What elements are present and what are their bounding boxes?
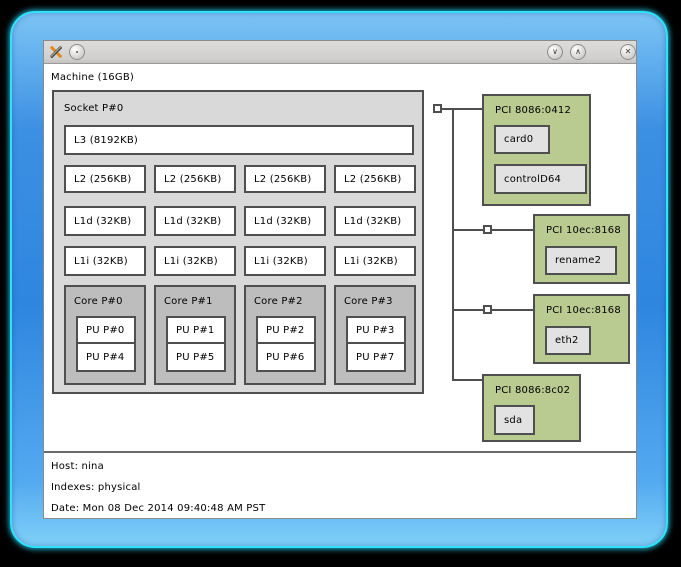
l1d-cache-box: L1d (32KB)	[154, 206, 236, 236]
pci-bus-label: PCI 8086:0412	[495, 105, 572, 116]
minimize-button[interactable]: ∨	[547, 44, 563, 60]
pci-link-line	[452, 309, 483, 311]
lstopo-app-icon	[48, 44, 64, 60]
pu-box: PU P#6	[256, 342, 316, 372]
pci-link-line	[492, 229, 533, 231]
pci-link-line	[442, 108, 482, 110]
chevron-up-icon: ∧	[575, 47, 581, 56]
pu-box: PU P#7	[346, 342, 406, 372]
socket-box: Socket P#0 L3 (8192KB) L2 (256KB) L2 (25…	[52, 90, 424, 394]
core-box: Core P#1 PU P#1 PU P#5	[154, 285, 236, 385]
pci-device-box: sda	[494, 405, 535, 435]
l2-cache-box: L2 (256KB)	[154, 165, 236, 193]
pci-bus-box: PCI 10ec:8168 eth2	[533, 294, 630, 364]
legend-indexes: Indexes: physical	[51, 482, 141, 493]
pci-device-box: rename2	[545, 246, 617, 275]
l1i-cache-box: L1i (32KB)	[334, 246, 416, 276]
pci-bus-label: PCI 8086:8c02	[495, 385, 571, 396]
pci-link-line	[492, 309, 533, 311]
l1i-cache-box: L1i (32KB)	[154, 246, 236, 276]
pu-box: PU P#1	[166, 316, 226, 344]
pu-box: PU P#4	[76, 342, 136, 372]
pci-trunk-line	[452, 108, 454, 381]
legend-separator	[44, 451, 636, 453]
l1i-cache-box: L1i (32KB)	[244, 246, 326, 276]
pu-box: PU P#3	[346, 316, 406, 344]
l1d-cache-box: L1d (32KB)	[244, 206, 326, 236]
pci-device-box: card0	[494, 125, 550, 154]
legend-date: Date: Mon 08 Dec 2014 09:40:48 AM PST	[51, 503, 266, 514]
l2-cache-box: L2 (256KB)	[244, 165, 326, 193]
core-label: Core P#2	[254, 296, 303, 307]
titlebar[interactable]: ∨ ∧ ✕	[44, 41, 636, 64]
pci-device-box: eth2	[545, 326, 591, 355]
lstopo-window: ∨ ∧ ✕ Machine (16GB) Socket P#0 L3 (8192…	[43, 40, 637, 519]
l1d-cache-box: L1d (32KB)	[64, 206, 146, 236]
legend-host: Host: nina	[51, 461, 104, 472]
chevron-down-icon: ∨	[552, 47, 558, 56]
pci-device-box: controlD64	[494, 164, 587, 194]
pci-bridge-square	[483, 305, 492, 314]
l1d-cache-box: L1d (32KB)	[334, 206, 416, 236]
pci-link-line	[452, 379, 482, 381]
pci-bus-box: PCI 10ec:8168 rename2	[533, 214, 630, 284]
close-button[interactable]: ✕	[620, 44, 636, 60]
pu-box: PU P#2	[256, 316, 316, 344]
topology-canvas: Machine (16GB) Socket P#0 L3 (8192KB) L2…	[44, 65, 636, 518]
l3-cache-box: L3 (8192KB)	[64, 125, 414, 155]
machine-label: Machine (16GB)	[51, 72, 134, 83]
core-label: Core P#3	[344, 296, 393, 307]
maximize-button[interactable]: ∧	[570, 44, 586, 60]
core-box: Core P#3 PU P#3 PU P#7	[334, 285, 416, 385]
pci-bus-label: PCI 10ec:8168	[546, 225, 621, 236]
pci-bus-label: PCI 10ec:8168	[546, 305, 621, 316]
menu-dot-icon	[76, 51, 78, 53]
core-label: Core P#1	[164, 296, 213, 307]
pu-box: PU P#5	[166, 342, 226, 372]
pci-bridge-square	[483, 225, 492, 234]
pci-bus-box: PCI 8086:8c02 sda	[482, 374, 581, 442]
l1i-cache-box: L1i (32KB)	[64, 246, 146, 276]
close-icon: ✕	[624, 47, 632, 56]
pci-hostbridge-square	[433, 104, 442, 113]
l2-cache-box: L2 (256KB)	[334, 165, 416, 193]
l2-cache-box: L2 (256KB)	[64, 165, 146, 193]
pu-box: PU P#0	[76, 316, 136, 344]
socket-label: Socket P#0	[64, 103, 124, 114]
window-menu-button[interactable]	[69, 44, 85, 60]
pci-bus-box: PCI 8086:0412 card0 controlD64	[482, 94, 591, 206]
core-box: Core P#0 PU P#0 PU P#4	[64, 285, 146, 385]
core-box: Core P#2 PU P#2 PU P#6	[244, 285, 326, 385]
pci-link-line	[452, 229, 483, 231]
core-label: Core P#0	[74, 296, 123, 307]
